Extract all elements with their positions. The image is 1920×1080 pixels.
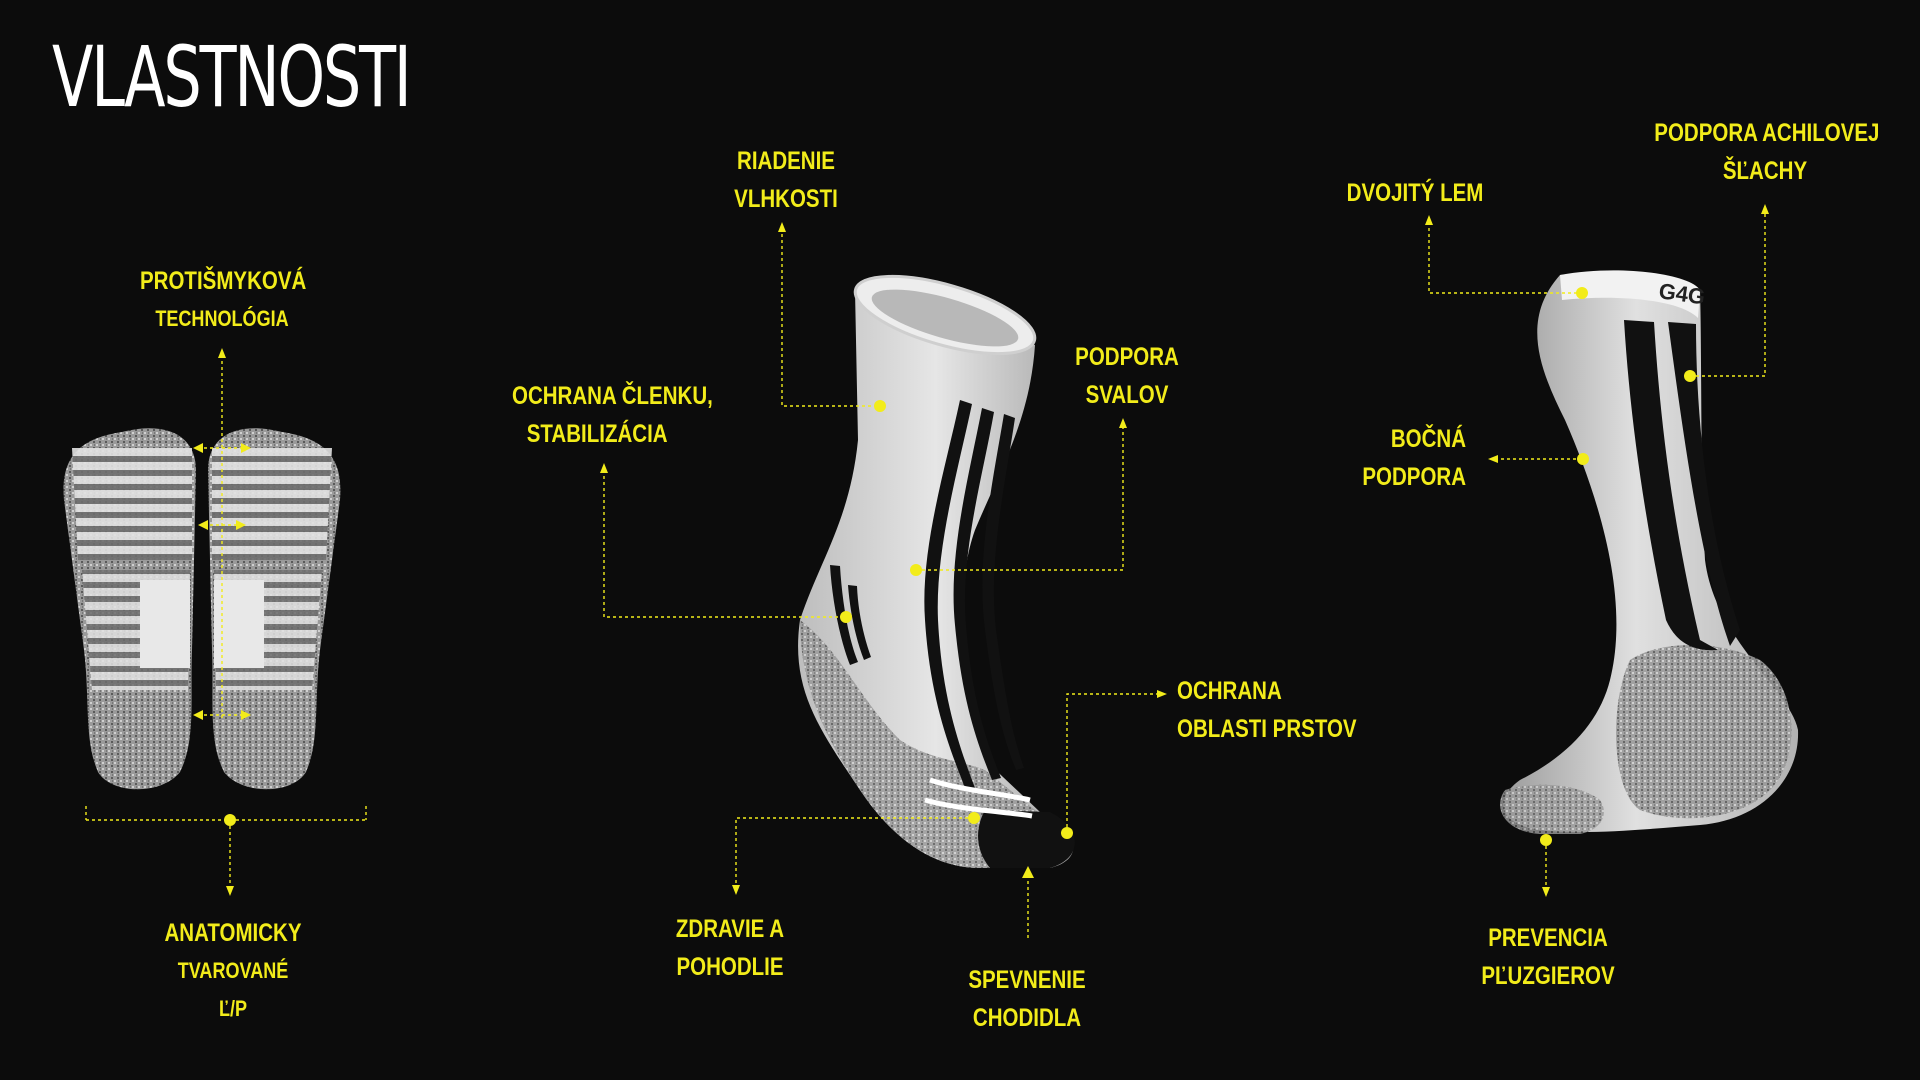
label-blister-prevention: PREVENCIA PĽUZGIEROV	[1481, 924, 1615, 990]
page-title: VLASTNOSTI	[52, 28, 412, 126]
label-anatomic-shape: ANATOMICKY TVAROVANÉ Ľ/P	[164, 919, 302, 1021]
label-ankle-protection: OCHRANA ČLENKU, STABILIZÁCIA	[512, 382, 713, 448]
label-lateral-support: BOČNÁ PODPORA	[1362, 425, 1466, 491]
back-view-callouts	[1425, 204, 1769, 897]
label-sole-reinforcement: SPEVNENIE CHODIDLA	[968, 966, 1086, 1032]
label-antislip-technology: PROTIŠMYKOVÁ TECHNOLÓGIA	[140, 267, 307, 331]
side-view-callouts	[600, 222, 1167, 938]
sock-side-view	[798, 274, 1075, 868]
label-double-cuff: DVOJITÝ LEM	[1346, 179, 1484, 207]
sock-back-view: G4G	[1500, 270, 1799, 834]
label-toe-protection: OCHRANA OBLASTI PRSTOV	[1177, 677, 1357, 743]
label-achilles-support: PODPORA ACHILOVEJ ŠĽACHY	[1654, 119, 1880, 185]
label-muscle-support: PODPORA SVALOV	[1075, 343, 1179, 409]
label-health-comfort: ZDRAVIE A POHODLIE	[675, 915, 785, 981]
soles-callouts	[85, 348, 367, 896]
label-moisture-control: RIADENIE VLHKOSTI	[734, 147, 838, 213]
sock-soles-pair	[63, 428, 341, 790]
